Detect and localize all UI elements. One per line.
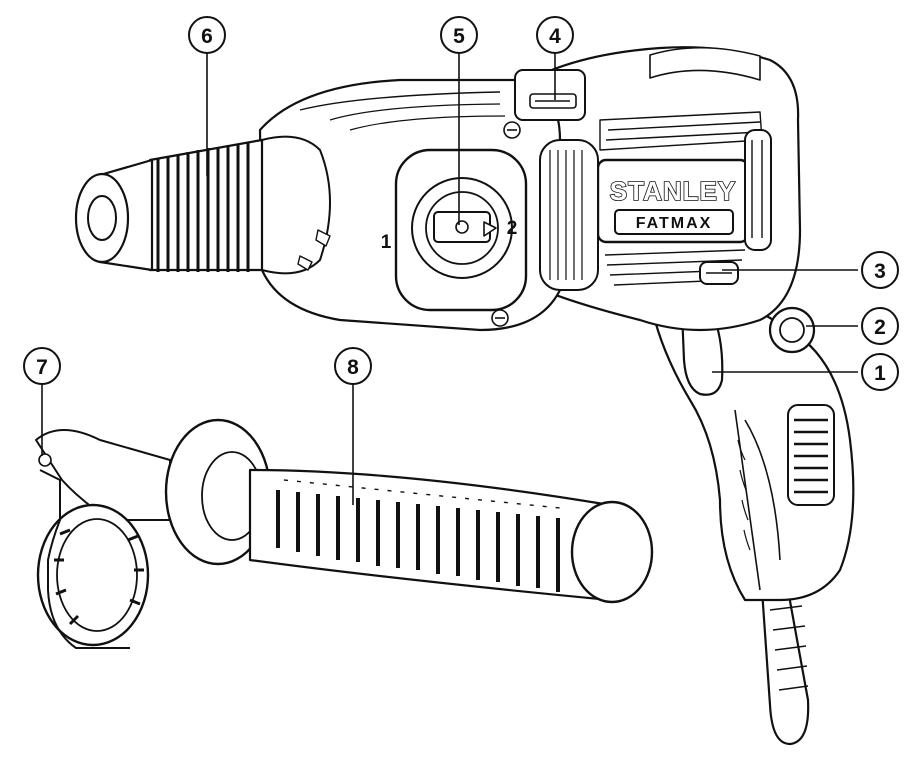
callout-7: 7: [23, 347, 61, 385]
callout-1: 1: [861, 353, 899, 391]
brand-sub-name: FATMAX: [636, 215, 713, 232]
svg-text:5: 5: [453, 25, 465, 48]
svg-text:6: 6: [201, 25, 213, 48]
svg-text:7: 7: [36, 356, 48, 379]
callouts: [41, 53, 858, 505]
power-cord: [760, 588, 810, 746]
svg-text:2: 2: [874, 316, 886, 339]
callout-6: 6: [188, 16, 226, 54]
depth-gauge-clamp: [514, 69, 586, 121]
side-handle-clamp: [35, 429, 171, 649]
side-handle-grip: [248, 468, 654, 604]
callout-3: 3: [861, 251, 899, 289]
svg-text:8: 8: [347, 356, 359, 379]
svg-text:3: 3: [874, 260, 886, 283]
callout-8: 8: [334, 347, 372, 385]
drill: [74, 46, 855, 746]
selector-mark-2: 2: [507, 218, 518, 239]
svg-text:1: 1: [874, 362, 886, 385]
speed-controls: [699, 261, 816, 354]
mode-selector-housing: [394, 121, 599, 327]
callout-5: 5: [440, 16, 478, 54]
svg-text:4: 4: [549, 25, 561, 48]
brand-sub-frame: [614, 209, 734, 235]
callout-4: 4: [536, 16, 574, 54]
brand-name: STANLEY: [610, 176, 736, 206]
callout-2: 2: [861, 307, 899, 345]
handle: [648, 293, 855, 602]
chuck: [74, 138, 264, 272]
side-handle: [35, 418, 654, 649]
selector-mark-1: 1: [381, 232, 392, 253]
